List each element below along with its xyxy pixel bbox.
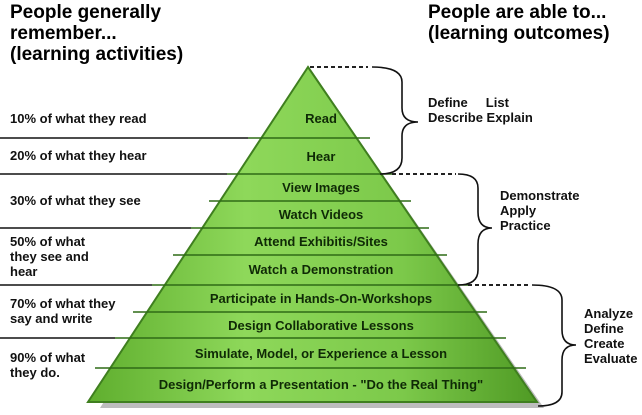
outcome-group-create: Analyze Define Create Evaluate	[584, 306, 637, 366]
left-heading-line: (learning activities)	[10, 44, 184, 65]
outcome-brace	[531, 284, 577, 407]
outcome-brace	[371, 66, 419, 175]
retention-label-hear: 20% of what they hear	[10, 148, 147, 163]
retention-label-line: 30% of what they see	[10, 193, 141, 208]
retention-label-line: say and write	[10, 311, 93, 326]
outcome-line: Practice	[500, 218, 551, 233]
right-heading-line: (learning outcomes)	[428, 23, 610, 44]
retention-label-read: 10% of what they read	[10, 111, 147, 126]
retention-label-say-write: 70% of what they say and write	[10, 296, 115, 326]
left-heading-line: People generally	[10, 2, 162, 23]
tier-separators	[95, 137, 526, 369]
outcome-group-remember: Define List Describe Explain	[428, 95, 533, 125]
retention-label-do: 90% of what they do.	[10, 350, 85, 380]
retention-label-line: hear	[10, 264, 38, 279]
outcome-line: Define List	[428, 95, 509, 110]
right-heading-line: People are able to...	[428, 2, 607, 23]
pyramid-body	[86, 65, 539, 403]
retention-label-see: 30% of what they see	[10, 193, 141, 208]
outcome-group-apply: Demonstrate Apply Practice	[500, 188, 579, 233]
retention-label-line: 70% of what they	[10, 296, 116, 311]
retention-label-see-hear: 50% of what they see and hear	[10, 234, 89, 279]
retention-label-line: 20% of what they hear	[10, 148, 147, 163]
left-dividers	[0, 137, 248, 339]
outcome-braces	[371, 66, 577, 407]
outcome-brace	[457, 173, 493, 286]
right-heading: People are able to... (learning outcomes…	[428, 2, 610, 44]
retention-label-line: they see and	[10, 249, 89, 264]
right-dashed-leaders	[310, 66, 530, 286]
retention-label-line: 90% of what	[10, 350, 86, 365]
outcome-line: Demonstrate	[500, 188, 580, 203]
left-heading: People generally remember... (learning a…	[10, 2, 183, 65]
outcome-line: Evaluate	[584, 351, 638, 366]
retention-label-line: 50% of what	[10, 234, 86, 249]
left-heading-line: remember...	[10, 23, 117, 44]
retention-label-line: 10% of what they read	[10, 111, 147, 126]
outcome-line: Create	[584, 336, 625, 351]
retention-label-line: they do.	[10, 365, 60, 380]
outcome-line: Apply	[500, 203, 537, 218]
outcome-line: Describe Explain	[428, 110, 533, 125]
outcome-line: Analyze	[584, 306, 634, 321]
outcome-line: Define	[584, 321, 624, 336]
